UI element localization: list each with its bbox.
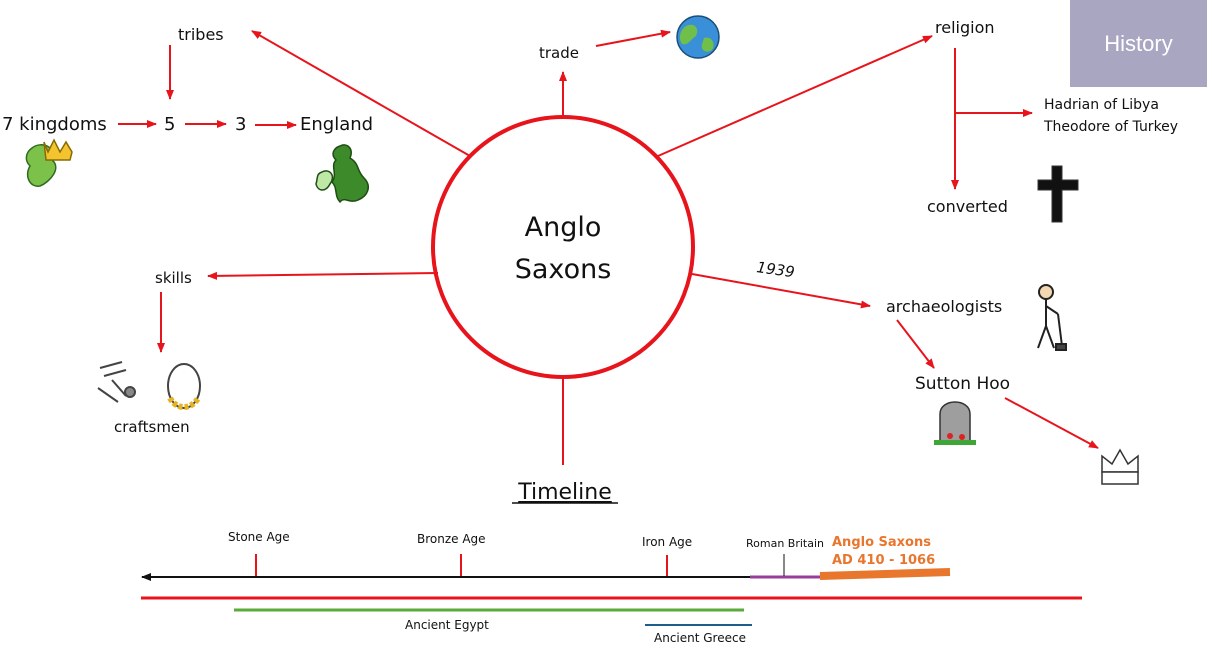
timeline-ticks	[255, 554, 668, 576]
label-ancient-egypt: Ancient Egypt	[405, 618, 489, 632]
center-circle	[431, 115, 695, 379]
node-theodore: Theodore of Turkey	[1043, 119, 1178, 135]
anglo-saxons-segment	[819, 568, 951, 580]
node-7-kingdoms: 7 kingdoms	[2, 114, 107, 135]
arrow-to-crown	[1004, 397, 1099, 449]
node-religion: religion	[935, 18, 995, 37]
label-bronze-age: Bronze Age	[417, 532, 486, 546]
necklace-icon	[167, 363, 201, 410]
history-badge: History	[1070, 0, 1207, 87]
center-title-line1: Anglo	[525, 212, 602, 243]
node-england: England	[300, 114, 373, 135]
node-tribes: tribes	[178, 25, 224, 44]
gravestone-icon	[934, 401, 976, 445]
connectors	[118, 29, 1099, 465]
britain-map-icon	[315, 144, 369, 204]
cross-icon	[1037, 165, 1079, 223]
timeline-title: Timeline	[517, 480, 612, 505]
label-ancient-greece: Ancient Greece	[654, 631, 746, 645]
arrow-to-skills	[207, 271, 439, 280]
node-hadrian: Hadrian of Libya	[1044, 97, 1159, 113]
arrow-to-sutton-hoo	[896, 319, 935, 369]
node-3: 3	[235, 114, 246, 135]
label-anglo-saxons: Anglo Saxons	[832, 535, 931, 550]
arrow-trade-to-globe	[595, 29, 671, 47]
label-anglo-saxons-dates: AD 410 - 1066	[832, 553, 935, 568]
node-year: 1939	[755, 258, 795, 281]
label-stone-age: Stone Age	[228, 530, 290, 544]
arrow-to-archaeologists	[691, 273, 871, 309]
node-sutton-hoo: Sutton Hoo	[915, 374, 1010, 394]
archaeologist-icon	[1037, 284, 1067, 351]
node-converted: converted	[927, 197, 1008, 216]
globe-icon	[676, 15, 720, 59]
node-craftsmen: craftsmen	[114, 418, 190, 436]
node-5: 5	[164, 114, 175, 135]
tools-icon	[97, 361, 136, 403]
center-title-line2: Saxons	[515, 254, 612, 285]
node-skills: skills	[155, 269, 192, 287]
crown-icon	[1101, 448, 1139, 485]
arrow-to-religion	[657, 35, 933, 157]
crown-kingdoms-icon	[25, 138, 73, 187]
node-trade: trade	[539, 44, 579, 62]
label-iron-age: Iron Age	[642, 535, 692, 549]
label-roman-britain: Roman Britain	[746, 537, 824, 550]
node-archaeologists: archaeologists	[886, 297, 1002, 316]
arrow-to-tribes	[251, 30, 471, 157]
